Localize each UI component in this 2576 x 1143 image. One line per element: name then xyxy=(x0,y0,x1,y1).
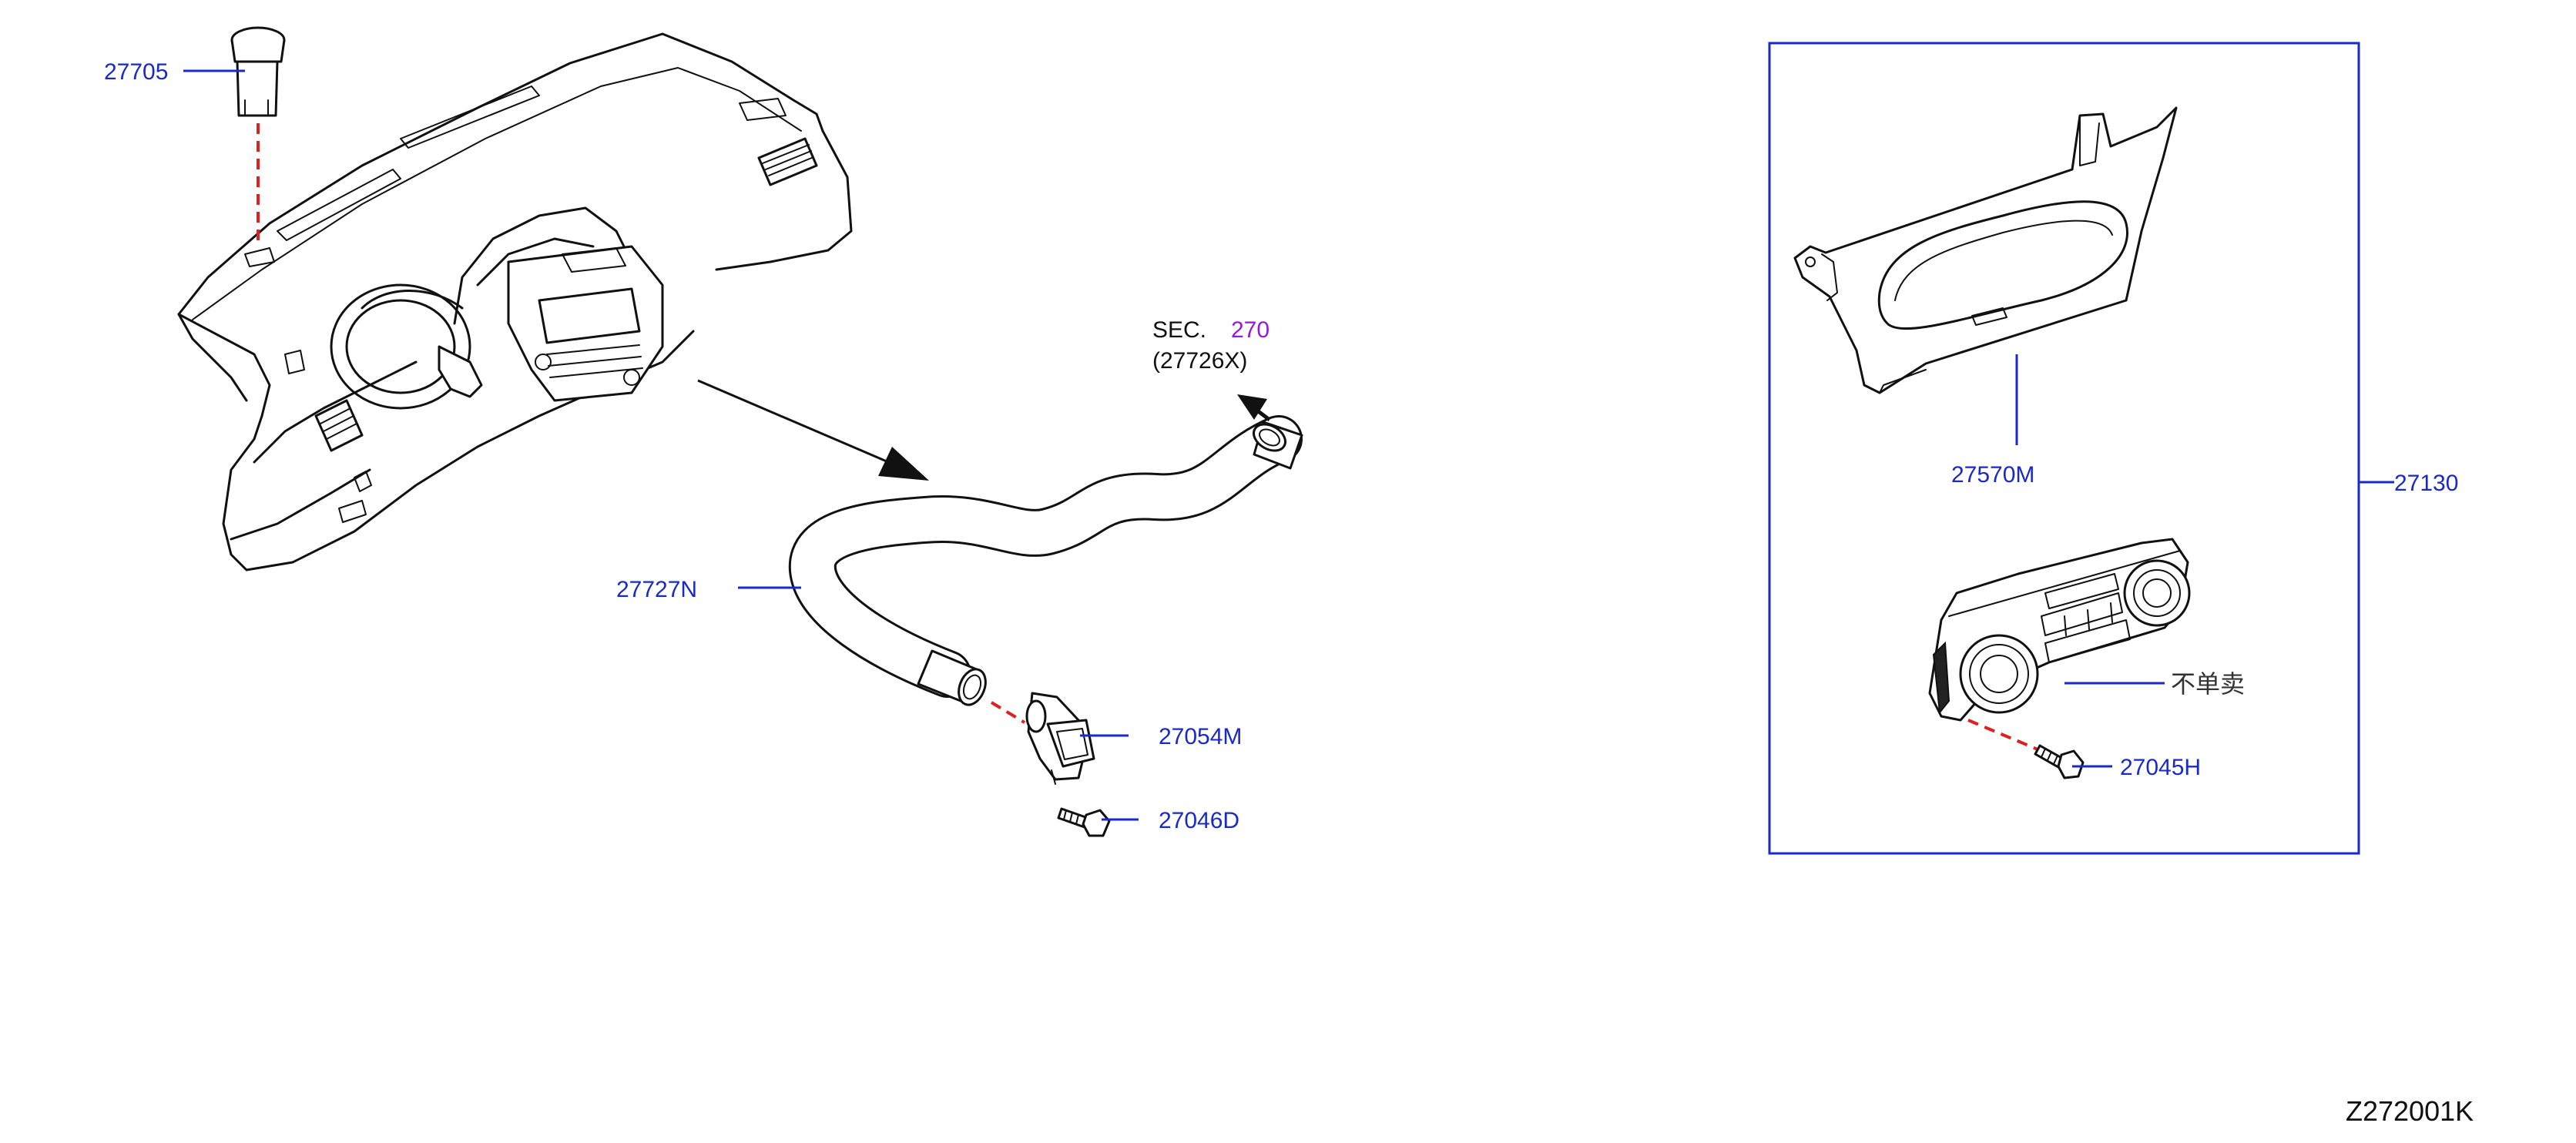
screw-27046d-drawing xyxy=(1057,807,1111,837)
ac-control-panel-drawing xyxy=(1928,538,2191,722)
in-car-sensor-drawing xyxy=(1025,692,1095,785)
part-label-27046d[interactable]: 27046D xyxy=(1159,808,1239,833)
part-label-27727n[interactable]: 27727N xyxy=(616,577,697,602)
clip-part-drawing xyxy=(230,26,286,117)
section-number-link[interactable]: 270 xyxy=(1231,317,1270,343)
instrument-panel-drawing xyxy=(177,32,853,572)
aspirator-hose-drawing xyxy=(788,415,1303,706)
part-label-27130[interactable]: 27130 xyxy=(2394,471,2458,496)
sensor-install-guide xyxy=(990,701,1026,724)
control-assembly-frame xyxy=(1768,42,2360,855)
diagram-code: Z272001K xyxy=(2346,1095,2474,1127)
screw-27045h-drawing xyxy=(2034,744,2085,779)
part-label-27705[interactable]: 27705 xyxy=(104,59,168,85)
part-label-27045h[interactable]: 27045H xyxy=(2120,755,2201,780)
panel-screw-guide xyxy=(1967,719,2042,753)
part-label-27054m[interactable]: 27054M xyxy=(1159,724,1242,749)
section-arrow xyxy=(1237,394,1271,421)
part-label-27570m[interactable]: 27570M xyxy=(1951,462,2034,488)
not-sold-separately-note: 不单卖 xyxy=(2171,669,2245,699)
section-prefix: SEC. xyxy=(1152,317,1206,343)
finisher-drawing xyxy=(1793,106,2178,394)
section-part-ref: (27726X) xyxy=(1152,348,1247,374)
detail-arrow xyxy=(697,379,929,481)
